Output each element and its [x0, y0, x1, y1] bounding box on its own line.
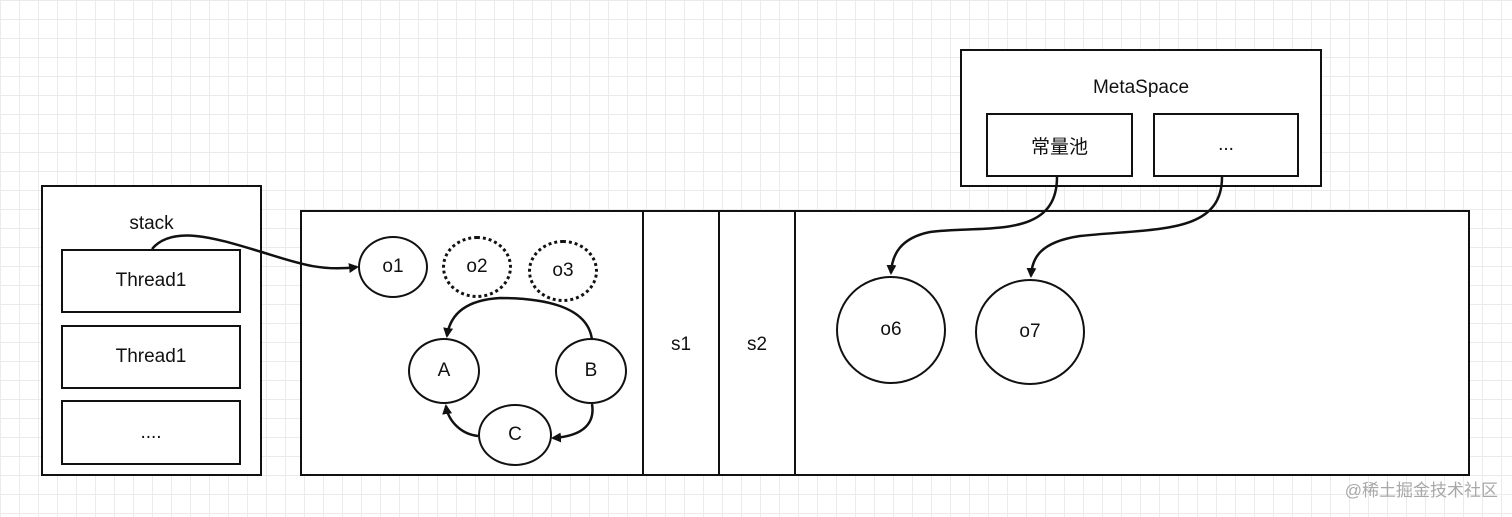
cycle-node-c: C [478, 404, 552, 466]
metaspace-more-cell: ... [1153, 113, 1299, 177]
stack-thread-cell: Thread1 [61, 325, 241, 389]
survivor-divider [718, 210, 720, 476]
old-gen-divider [794, 210, 796, 476]
survivor-s2-label: s2 [746, 334, 768, 355]
object-o6-node: o6 [836, 276, 946, 384]
survivor-s1-label: s1 [670, 334, 692, 355]
object-o7-node: o7 [975, 279, 1085, 385]
object-o3-node: o3 [528, 240, 598, 302]
stack-more-cell: .... [61, 400, 241, 465]
object-o1-node: o1 [358, 236, 428, 298]
constant-pool-cell: 常量池 [986, 113, 1133, 177]
watermark: @稀土掘金技术社区 [1344, 481, 1498, 500]
cycle-node-a: A [408, 338, 480, 404]
stack-thread-cell: Thread1 [61, 249, 241, 313]
cycle-node-b: B [555, 338, 627, 404]
stack-title: stack [129, 213, 174, 234]
object-o2-node: o2 [442, 236, 512, 298]
eden-divider [642, 210, 644, 476]
metaspace-title: MetaSpace [1092, 77, 1190, 98]
